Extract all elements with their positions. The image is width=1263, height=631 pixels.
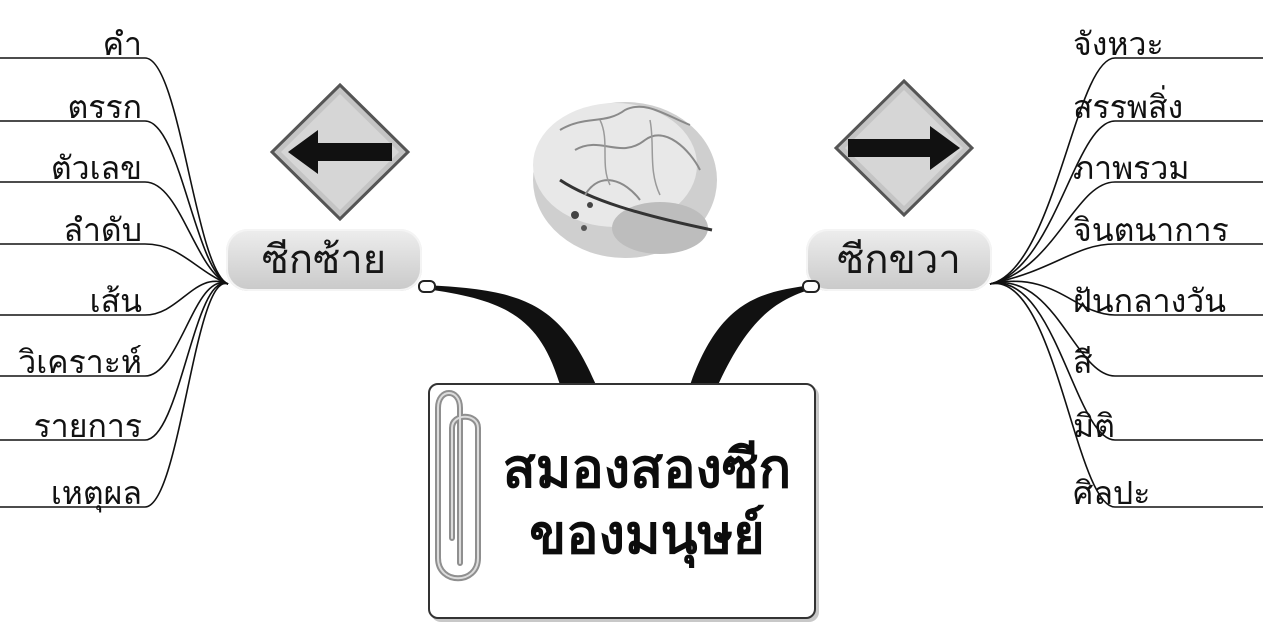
left-leaf-item: เส้น: [89, 283, 142, 319]
right-leaf-link: [989, 283, 1263, 508]
left-leaf-item: ตรรก: [67, 89, 142, 125]
right-leaf-links: [989, 57, 1263, 508]
right-arrow-diamond-sign-icon: [833, 78, 975, 218]
right-leaf-item: สี: [1073, 344, 1093, 380]
left-leaf-link: [0, 281, 229, 377]
right-leaf-item: จังหวะ: [1073, 26, 1164, 62]
trunk-left: [425, 285, 596, 385]
left-leaf-item: ตัวเลข: [50, 150, 142, 186]
left-leaf-link: [0, 181, 229, 285]
left-leaf-link: [0, 243, 229, 285]
left-arrow-diamond-sign-icon: [269, 82, 411, 222]
right-leaf-item: ศิลปะ: [1073, 475, 1151, 511]
left-leaf-link: [0, 280, 229, 316]
right-leaf-item: จินตนาการ: [1073, 212, 1229, 248]
left-leaf-link: [0, 283, 229, 508]
left-leaf-links: [0, 57, 229, 508]
central-topic-line-2: ของมนุษย์: [529, 505, 765, 565]
left-leaf-item: เหตุผล: [50, 475, 142, 511]
connector-dot-right: [802, 280, 820, 293]
branch-node-left: ซีกซ้าย: [226, 229, 422, 291]
right-leaf-item: ภาพรวม: [1073, 150, 1190, 186]
central-topic-line-1: สมองสองซีก: [502, 439, 792, 499]
right-leaf-link: [989, 181, 1263, 285]
left-leaf-item: ลำดับ: [63, 212, 142, 248]
right-leaf-item: มิติ: [1073, 408, 1115, 444]
right-leaf-link: [989, 282, 1263, 441]
right-leaf-link: [989, 281, 1263, 377]
right-leaf-item: ฝันกลางวัน: [1073, 283, 1227, 319]
trunk-right: [690, 285, 812, 385]
paperclip-icon: [435, 390, 481, 582]
left-leaf-item: รายการ: [33, 408, 142, 444]
left-leaf-item: วิเคราะห์: [18, 344, 142, 380]
right-leaf-link: [989, 243, 1263, 285]
right-leaf-link: [989, 280, 1263, 316]
brain-icon: [533, 102, 717, 258]
left-leaf-link: [0, 282, 229, 441]
left-leaf-item: คำ: [102, 26, 142, 62]
right-leaf-link: [989, 57, 1263, 285]
left-leaf-link: [0, 120, 229, 285]
right-leaf-item: สรรพสิ่ง: [1073, 89, 1184, 125]
left-leaf-link: [0, 57, 229, 285]
right-leaf-link: [989, 120, 1263, 285]
branch-node-right: ซีกขวา: [806, 229, 992, 291]
central-topic-card: สมองสองซีก ของมนุษย์: [428, 383, 816, 619]
connector-dot-left: [418, 280, 436, 293]
